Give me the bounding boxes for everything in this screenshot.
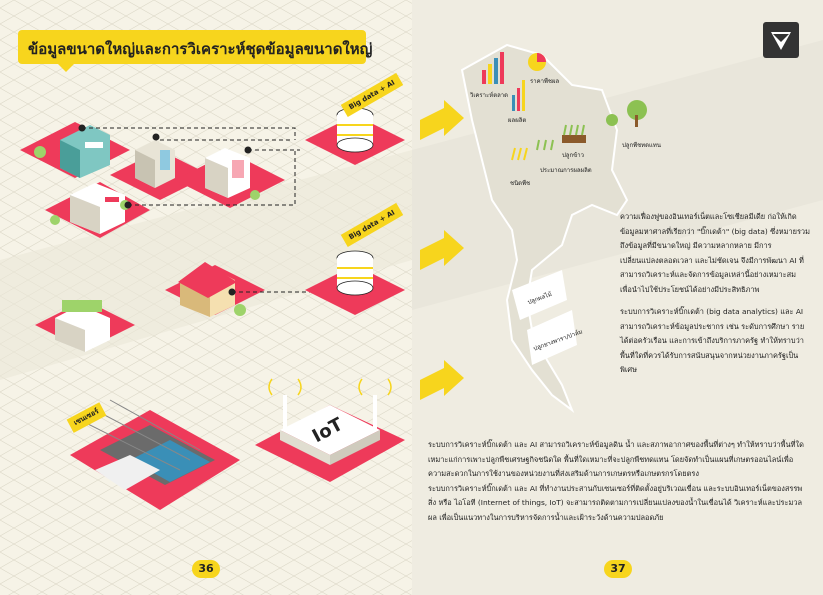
- map-tag: วิเคราะห์ตลาด: [470, 92, 509, 99]
- map-tag: ประมาณการผลผลิต: [540, 167, 592, 174]
- arrow-icon: [420, 360, 464, 400]
- bottom-text: ระบบการวิเคราะห์บิ๊กเดต้า และ AI สามารถว…: [428, 438, 808, 525]
- page-number-left: 36: [192, 560, 220, 578]
- left-page: ข้อมูลขนาดใหญ่และการวิเคราะห์ชุดข้อมูลขน…: [0, 0, 412, 595]
- cube-logo-icon: [771, 32, 791, 50]
- thailand-map-illustration: [412, 40, 823, 413]
- title-banner: ข้อมูลขนาดใหญ่และการวิเคราะห์ชุดข้อมูลขน…: [18, 30, 372, 72]
- map-tag: ผลผลิต: [508, 117, 527, 124]
- paragraph: ระบบการวิเคราะห์บิ๊กเดต้า และ AI ที่ทำงา…: [428, 483, 803, 522]
- map-tag: ปลูกข้าว: [562, 152, 584, 159]
- arrow-icon: [420, 230, 464, 270]
- buildings-illustration: [20, 107, 405, 510]
- map-tag: ราคาพืชผล: [530, 78, 560, 85]
- page-number-right: 37: [604, 560, 632, 578]
- right-column-text: ความเฟื่องฟูของอินเทอร์เน็ตและโซเชียลมีเ…: [620, 210, 810, 378]
- paragraph: ระบบการวิเคราะห์บิ๊กเดต้า และ AI สามารถว…: [428, 440, 804, 478]
- right-page: วิเคราะห์ตลาด ราคาพืชผล ผลผลิต ชนิดพืช ป…: [412, 0, 823, 595]
- publisher-logo: [763, 22, 799, 58]
- page-title: ข้อมูลขนาดใหญ่และการวิเคราะห์ชุดข้อมูลขน…: [28, 40, 373, 58]
- arrow-icon: [420, 100, 464, 140]
- map-tag: ชนิดพืช: [510, 180, 531, 187]
- map-tag: ปลูกพืชทดแทน: [622, 142, 661, 149]
- paragraph: ระบบการวิเคราะห์บิ๊กเดต้า (big data anal…: [620, 307, 805, 374]
- paragraph: ความเฟื่องฟูของอินเทอร์เน็ตและโซเชียลมีเ…: [620, 212, 810, 294]
